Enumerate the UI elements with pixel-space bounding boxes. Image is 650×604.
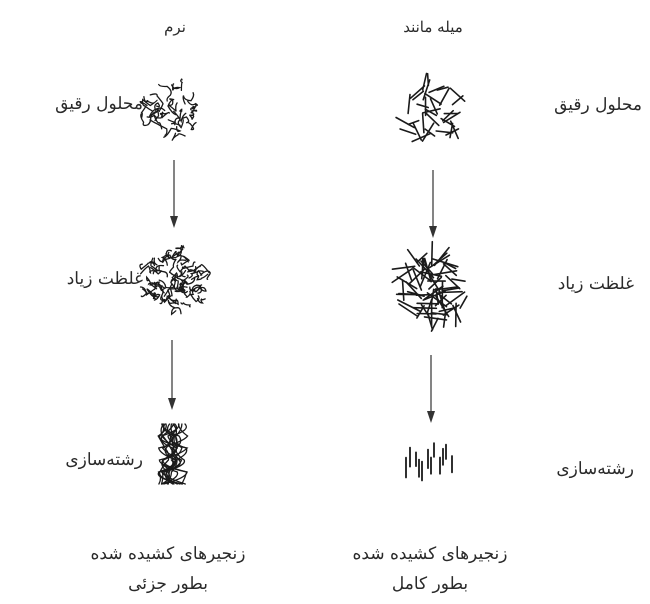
flexible-result-line-1: زنجیرهای کشیده شده <box>90 544 246 564</box>
flexible-result-line-2: بطور جزئی <box>128 574 208 594</box>
rodlike-label-high-concentration: غلظت زیاد <box>557 274 634 294</box>
rodlike-arrow-1 <box>429 170 437 238</box>
rodlike-dilute-rods-icon <box>395 72 466 143</box>
flexible-concentrated-coil-icon <box>139 244 211 316</box>
flexible-label-high-concentration: غلظت زیاد <box>66 269 143 289</box>
flexible-arrow-2 <box>168 340 176 410</box>
flexible-partial-fiber-icon <box>157 423 189 485</box>
rodlike-result-line-2: بطور کامل <box>391 574 469 594</box>
flexible-label-fiber-spinning: رشته‌سازی <box>65 450 143 470</box>
flexible-header: نرم <box>164 18 186 36</box>
rodlike-aligned-fiber-icon <box>405 442 453 482</box>
rodlike-concentrated-rods-icon <box>391 240 468 332</box>
rodlike-arrow-2 <box>427 355 435 423</box>
rodlike-result-line-1: زنجیرهای کشیده شده <box>352 544 508 564</box>
rodlike-header: میله مانند <box>403 18 463 36</box>
flexible-arrow-1 <box>170 160 178 228</box>
flexible-dilute-coil-icon <box>139 78 199 141</box>
rodlike-label-dilute-solution: محلول رقیق <box>554 95 642 115</box>
flexible-label-dilute-solution: محلول رقیق <box>55 94 143 114</box>
rodlike-label-fiber-spinning: رشته‌سازی <box>556 459 634 479</box>
